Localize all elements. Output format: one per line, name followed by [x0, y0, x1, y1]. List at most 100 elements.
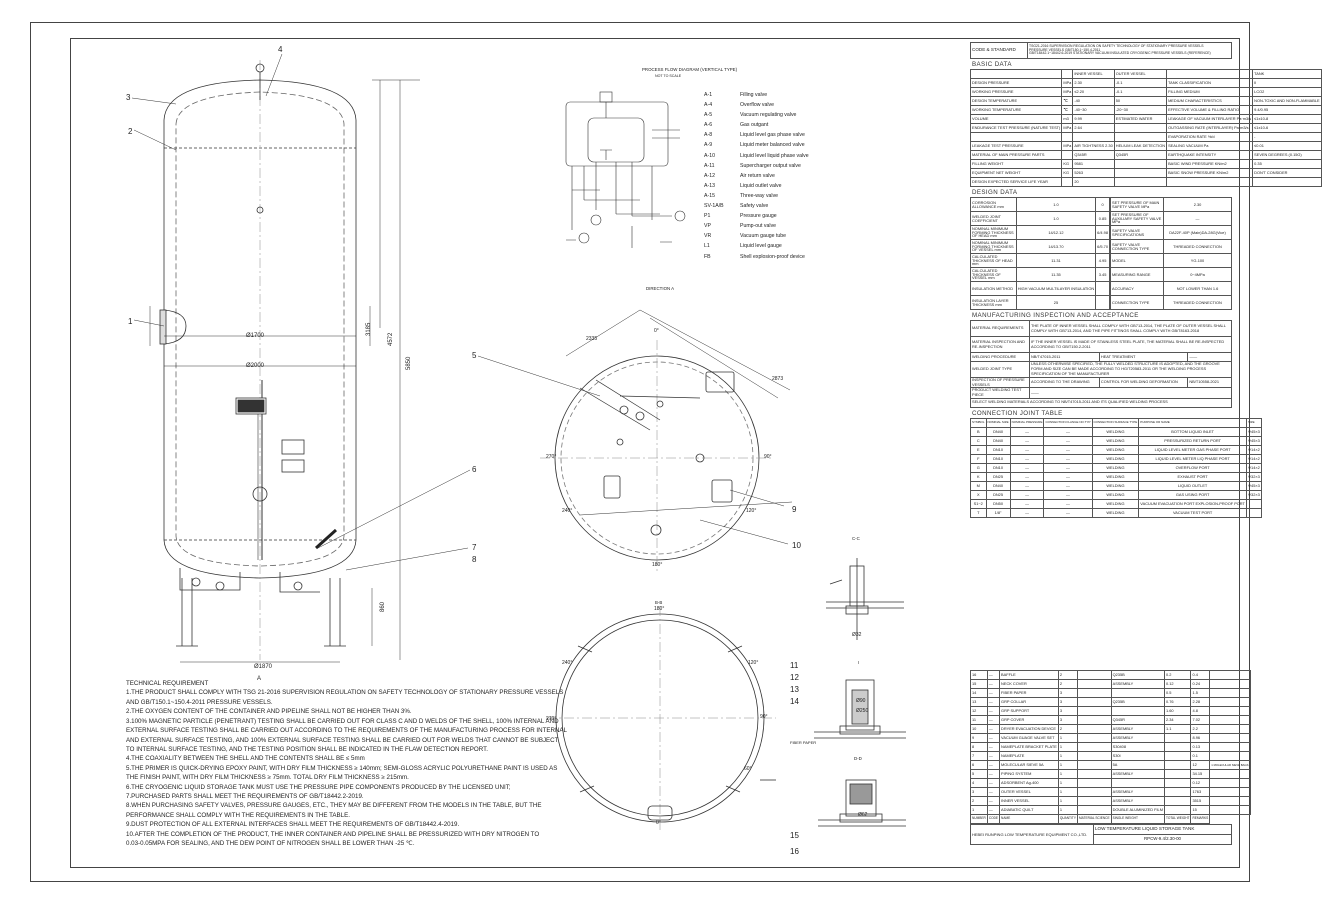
table-cell: Φ32×3 [1245, 489, 1262, 500]
table-cell: 1 [1057, 787, 1078, 797]
table-cell: 1/8" [985, 507, 1011, 518]
table-row: NOMINAL MINIMUM FORMING THICKNESS OF VES… [970, 239, 1110, 254]
table-cell: — [1009, 498, 1045, 509]
table-cell: WELDED JOINT TYPE [970, 361, 1030, 378]
table-cell: CALCULATED THICKNESS OF VESSEL mm [970, 267, 1017, 282]
table-cell [1113, 132, 1168, 142]
table-cell: 10 [970, 724, 988, 734]
legend-code: A-9 [704, 142, 713, 149]
legend-text: Filling valve [740, 92, 768, 98]
table-cell: -40~30 [1072, 105, 1115, 115]
table-cell: NAMEPLATE BRACKET PLATE [999, 742, 1059, 752]
table-cell [1209, 670, 1251, 680]
table-cell: — [1009, 453, 1045, 464]
table-cell: 11.31 [1015, 253, 1097, 268]
table-cell [1110, 688, 1165, 698]
table-cell: YG-100 [1163, 253, 1232, 268]
drawing-labels: Ø1700 Ø2000 Ø1870 A 3185 4572 5850 860 1… [126, 45, 868, 856]
legend-text: Liquid level liquid phase valve [740, 152, 809, 159]
legend-text: Liquid meter balanced valve [740, 142, 805, 149]
requirement-line: 10.AFTER THE COMPLETION OF THE PRODUCT, … [126, 830, 540, 838]
table-cell: INSULATION METHOD [970, 281, 1017, 296]
table-cell: ASSEMBLY [1110, 724, 1165, 734]
table-cell: 3.45 [1095, 267, 1110, 282]
table-cell: 2.2 [1190, 724, 1211, 734]
table-cell: OUTGASSING RATE (INTERLAYER) Pa·m3/s [1166, 123, 1254, 133]
table-cell: DN10 [985, 444, 1011, 455]
product-name: LOW TEMPERATURE LIQUID STORAGE TANK [1093, 824, 1232, 835]
table-cell: Q345R [1113, 150, 1168, 160]
table-cell [1163, 805, 1192, 815]
table-cell: DA22F-40P (Main)DA-28G(Vice) [1163, 225, 1232, 240]
requirement-line: 8.WHEN PURCHASING SAFETY VALVES, PRESSUR… [126, 802, 542, 810]
table-cell: — [986, 742, 1001, 752]
table-cell: ASSEMBLY [1110, 679, 1165, 689]
legend-text: Overflow valve [740, 102, 775, 109]
table-cell: 1 [1057, 805, 1078, 815]
process-flow-diagram [565, 91, 686, 248]
table-cell: ACCURACY [1110, 281, 1164, 296]
table-cell: 1 [1057, 733, 1078, 743]
table-cell [1166, 177, 1254, 187]
table-cell: BAFFLE [999, 670, 1059, 680]
table-cell [1076, 805, 1112, 815]
table-cell: THE PLATE OF INNER VESSEL SHALL COMPLY W… [1029, 320, 1232, 337]
table-cell: ADIABATIC QUILT [999, 805, 1059, 815]
table-cell: NECK COVER [999, 679, 1059, 689]
table-cell: UNLESS OTHERWISE SPECIFIED, THE FULLY WE… [1029, 361, 1232, 378]
table-cell: Q235B [1110, 697, 1165, 707]
table-cell: DN40 [985, 426, 1011, 437]
table-cell [1076, 751, 1112, 761]
table-cell: 0.5 [1163, 688, 1192, 698]
table-cell: 9581 [1072, 159, 1115, 169]
dim-d90: Ø90 [856, 698, 866, 704]
table-row: ENDURANCE TEST PRESSURE (NATURE TEST)MPa… [969, 123, 1322, 133]
table-cell: 14/12.12 [1015, 225, 1097, 240]
table-cell: 7 [970, 751, 988, 761]
table-cell: 3 [970, 787, 988, 797]
table-cell: — [986, 760, 1001, 770]
table-cell: INSULATION LAYER THICKNESS mm [970, 295, 1017, 310]
table-cell: 1763 [1190, 787, 1211, 797]
callout-4: 4 [278, 45, 283, 54]
table-cell [1076, 724, 1112, 734]
table-cell: 20 [1072, 177, 1115, 187]
table-cell: — [986, 697, 1001, 707]
callout-11: 11 [790, 661, 799, 670]
table-cell: 5263 [1072, 168, 1115, 178]
table-cell: WORKING PRESSURE [969, 87, 1063, 97]
requirement-line: 7.PURCHASED PARTS SHALL MEET THE REQUIRE… [126, 793, 364, 801]
detail-c-c [826, 558, 904, 640]
table-cell: 25 [1015, 295, 1097, 310]
table-cell: II [1252, 78, 1322, 88]
table-cell [1209, 706, 1251, 716]
table-cell: WELDED JOINT COEFFICIENT [970, 211, 1017, 226]
table-cell: MPa [1061, 123, 1074, 133]
table-cell: NOMINAL PRESSURE [1009, 417, 1045, 428]
table-cell [1163, 742, 1192, 752]
table-cell: ADSORBENT Ag-400 [999, 778, 1059, 788]
requirement-line: 2.THE OXYGEN CONTENT OF THE CONTAINER AN… [126, 708, 412, 716]
table-cell: CONNECTION SURFACE TYPE [1091, 417, 1140, 428]
table-cell: — [1043, 453, 1093, 464]
requirement-line: 4.THE COAXIALITY BETWEEN THE SHELL AND T… [126, 755, 365, 763]
code-standard-table: CODE & STANDARD TSG21-2016 SUPERVISION R… [970, 42, 1232, 59]
table-cell: BASIC WIND PRESSURE KN/m2 [1166, 159, 1254, 169]
table-cell [1209, 697, 1251, 707]
